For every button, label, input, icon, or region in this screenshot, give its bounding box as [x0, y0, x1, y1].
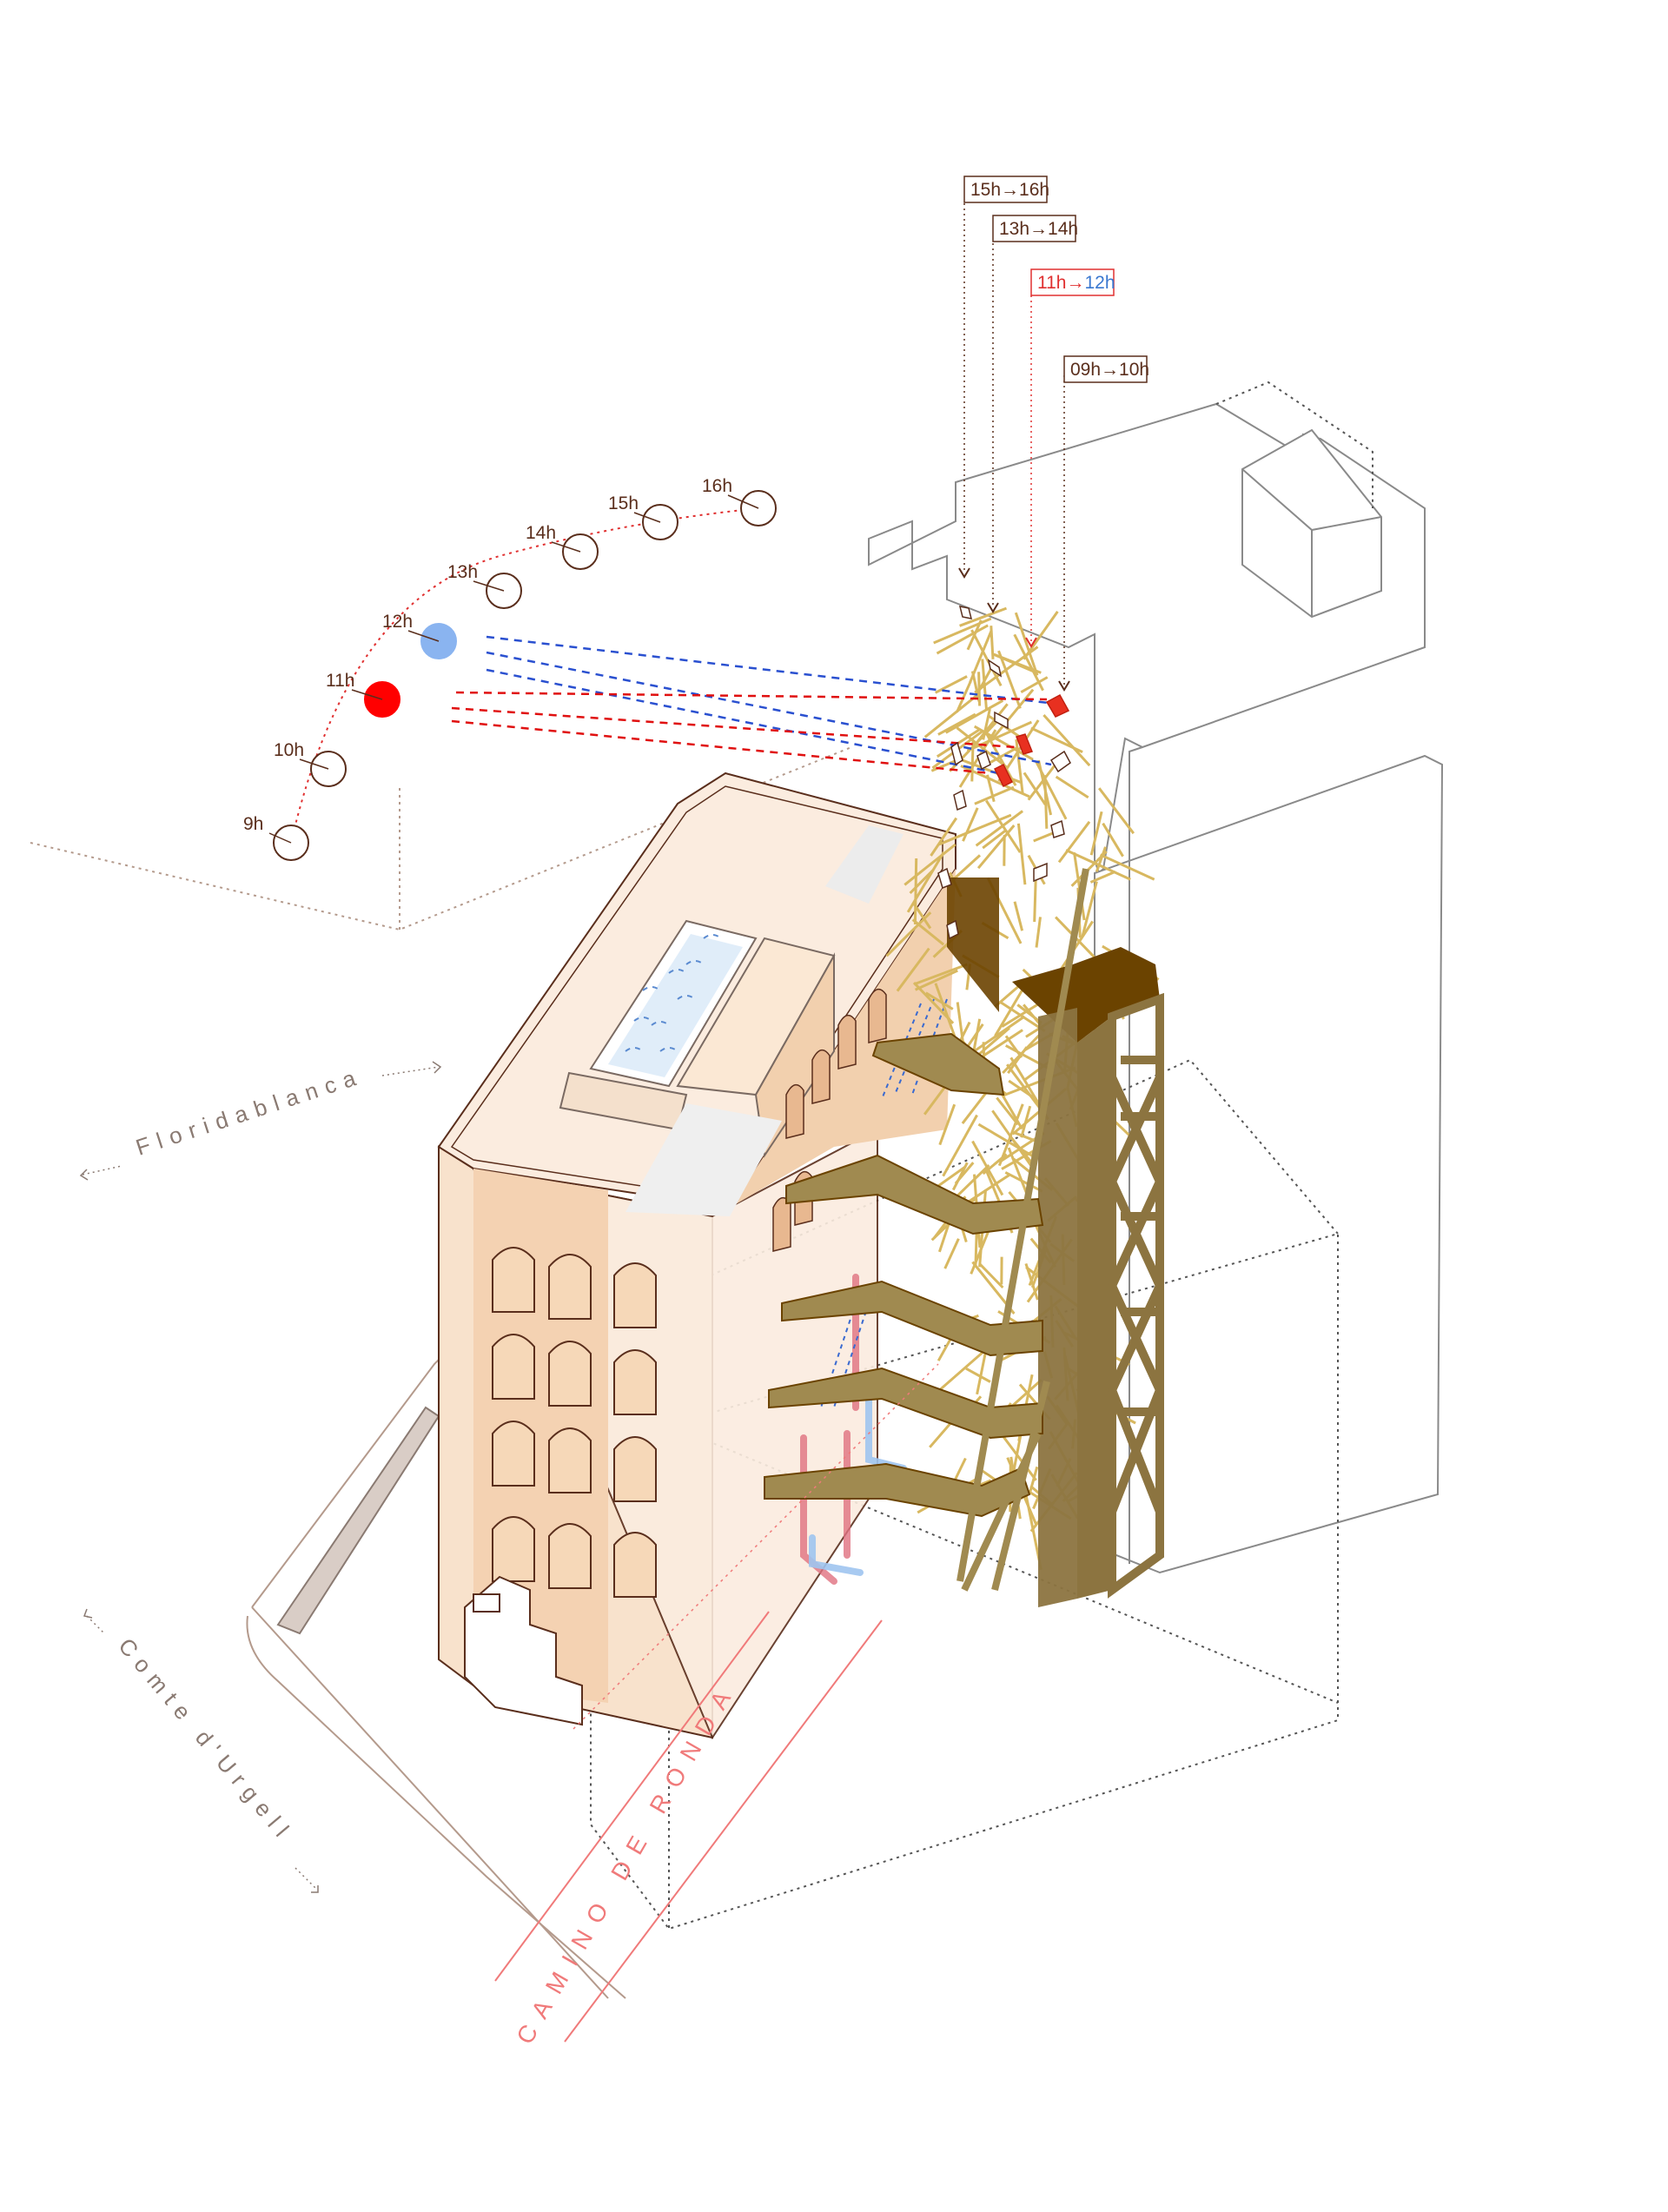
canopy-member	[1018, 824, 1025, 884]
courtyard-arch	[812, 1050, 830, 1103]
time-label-text: 09h→10h	[1070, 360, 1149, 380]
hour-label: 12h	[382, 612, 413, 632]
hour-label: 9h	[243, 814, 263, 834]
arched-window	[614, 1533, 656, 1597]
arched-window	[493, 1421, 534, 1486]
canopy-member	[1056, 777, 1089, 798]
courtyard-arch	[838, 1016, 856, 1069]
canopy-member	[963, 808, 978, 841]
street-label-comte-urgell: Comte d'Urgell	[113, 1633, 299, 1848]
canopy-member	[976, 811, 1023, 846]
arched-window	[614, 1263, 656, 1328]
arched-window	[549, 1428, 591, 1493]
time-label-text: 13h→14h	[999, 219, 1078, 239]
hour-label: 13h	[447, 562, 478, 582]
canopy-member	[915, 858, 916, 924]
hour-label: 10h	[274, 740, 304, 760]
street-label-floridablanca: Floridablanca	[133, 1063, 367, 1161]
sidewalk-strip	[278, 1407, 439, 1633]
street-floridablanca: Floridablanca	[81, 1062, 440, 1180]
time-label-text: 11h→12h	[1037, 273, 1115, 293]
street-label-camino-ronda: CAMINO DE RONDA	[511, 1676, 742, 2049]
arched-window	[549, 1524, 591, 1588]
hour-label: 14h	[526, 523, 556, 543]
sun-path-arc	[291, 508, 760, 843]
canopy-member	[936, 677, 967, 693]
arched-window	[614, 1350, 656, 1414]
canopy-member	[938, 714, 976, 734]
courtyard-arch	[773, 1198, 791, 1251]
courtyard-arch	[786, 1085, 804, 1138]
canopy-member	[972, 741, 973, 782]
canopy-member	[945, 1239, 959, 1268]
hour-label: 15h	[608, 493, 639, 513]
time-label-text: 15h→16h	[970, 180, 1049, 200]
arched-window	[493, 1517, 534, 1581]
street-comte-urgell: Comte d'Urgell	[84, 1609, 318, 1892]
hour-label: 11h	[326, 671, 354, 691]
arched-window	[614, 1437, 656, 1501]
canopy-member	[991, 626, 993, 659]
courtyard-arch	[869, 990, 886, 1043]
hour-label: 16h	[702, 476, 732, 496]
arched-window	[549, 1341, 591, 1406]
canopy-member	[1015, 902, 1023, 931]
canopy-member	[979, 672, 980, 705]
time-labels: 15h→16h 13h→14h 11h→12h 09h→10h	[964, 176, 1149, 382]
canopy-member	[966, 1368, 990, 1381]
arched-window	[549, 1255, 591, 1319]
arched-window	[493, 1248, 534, 1312]
canopy-member	[1036, 917, 1041, 947]
arched-window	[493, 1334, 534, 1399]
canopy-member	[1045, 775, 1047, 829]
